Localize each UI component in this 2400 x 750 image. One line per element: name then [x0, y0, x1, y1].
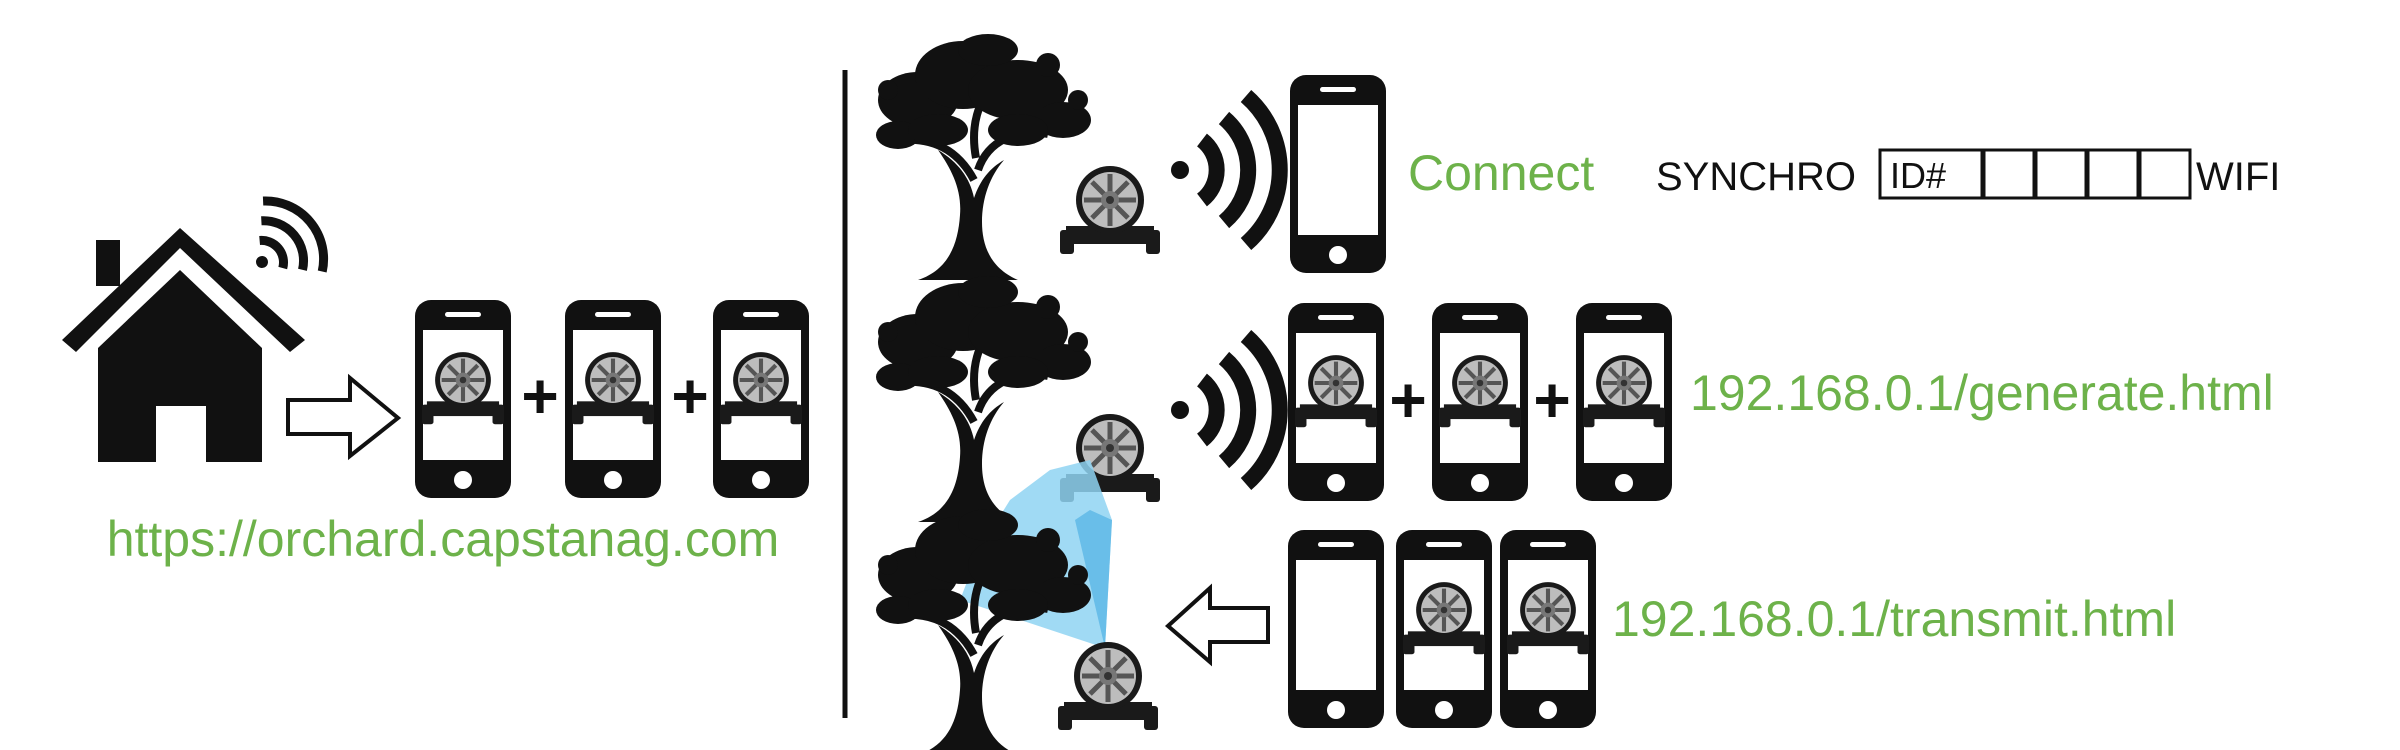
- synchro-suffix: WIFI: [2196, 155, 2280, 199]
- phone-icon: [1396, 530, 1492, 728]
- phone-icon: [1576, 303, 1672, 501]
- step-2-plus-1: +: [1389, 364, 1426, 436]
- id-box-label: ID#: [1890, 155, 1946, 196]
- house-wifi-icon: [256, 196, 329, 273]
- phone-icon: [1432, 303, 1528, 501]
- left-plus-2: +: [671, 360, 708, 432]
- step-3-row: 192.168.0.1/transmit.html: [876, 460, 2176, 750]
- fan-unit-icon: [1060, 166, 1160, 254]
- step-3-label: 192.168.0.1/transmit.html: [1612, 591, 2176, 647]
- wifi-icon: [1171, 96, 1280, 244]
- step-2-label: 192.168.0.1/generate.html: [1690, 365, 2274, 421]
- left-phone-1: [415, 300, 511, 498]
- step-1-label: Connect: [1408, 145, 1594, 201]
- tree-icon: [876, 34, 1091, 280]
- step-1-row: Connect SYNCHRO ID# WIFI: [876, 34, 2280, 280]
- house-icon: [62, 228, 305, 462]
- phone-icon: [1500, 530, 1596, 728]
- phone-icon: [1290, 75, 1386, 273]
- portal-url: https://orchard.capstanag.com: [107, 511, 780, 567]
- left-phone-3: [713, 300, 809, 498]
- id-entry-boxes: ID#: [1878, 148, 2192, 200]
- step-2-row: + + 192.168.0.1/generate.html: [876, 276, 2274, 522]
- left-plus-1: +: [521, 360, 558, 432]
- arrow-right-icon: [286, 373, 402, 461]
- phone-icon: [1288, 530, 1384, 728]
- step-2-plus-2: +: [1533, 364, 1570, 436]
- synchro-prefix: SYNCHRO: [1656, 155, 1856, 199]
- fan-unit-icon: [1058, 642, 1158, 730]
- left-phone-2: [565, 300, 661, 498]
- wifi-icon: [1171, 336, 1280, 484]
- spray-beam: [1075, 510, 1112, 648]
- phone-icon: [1288, 303, 1384, 501]
- arrow-left-icon: [1164, 583, 1270, 667]
